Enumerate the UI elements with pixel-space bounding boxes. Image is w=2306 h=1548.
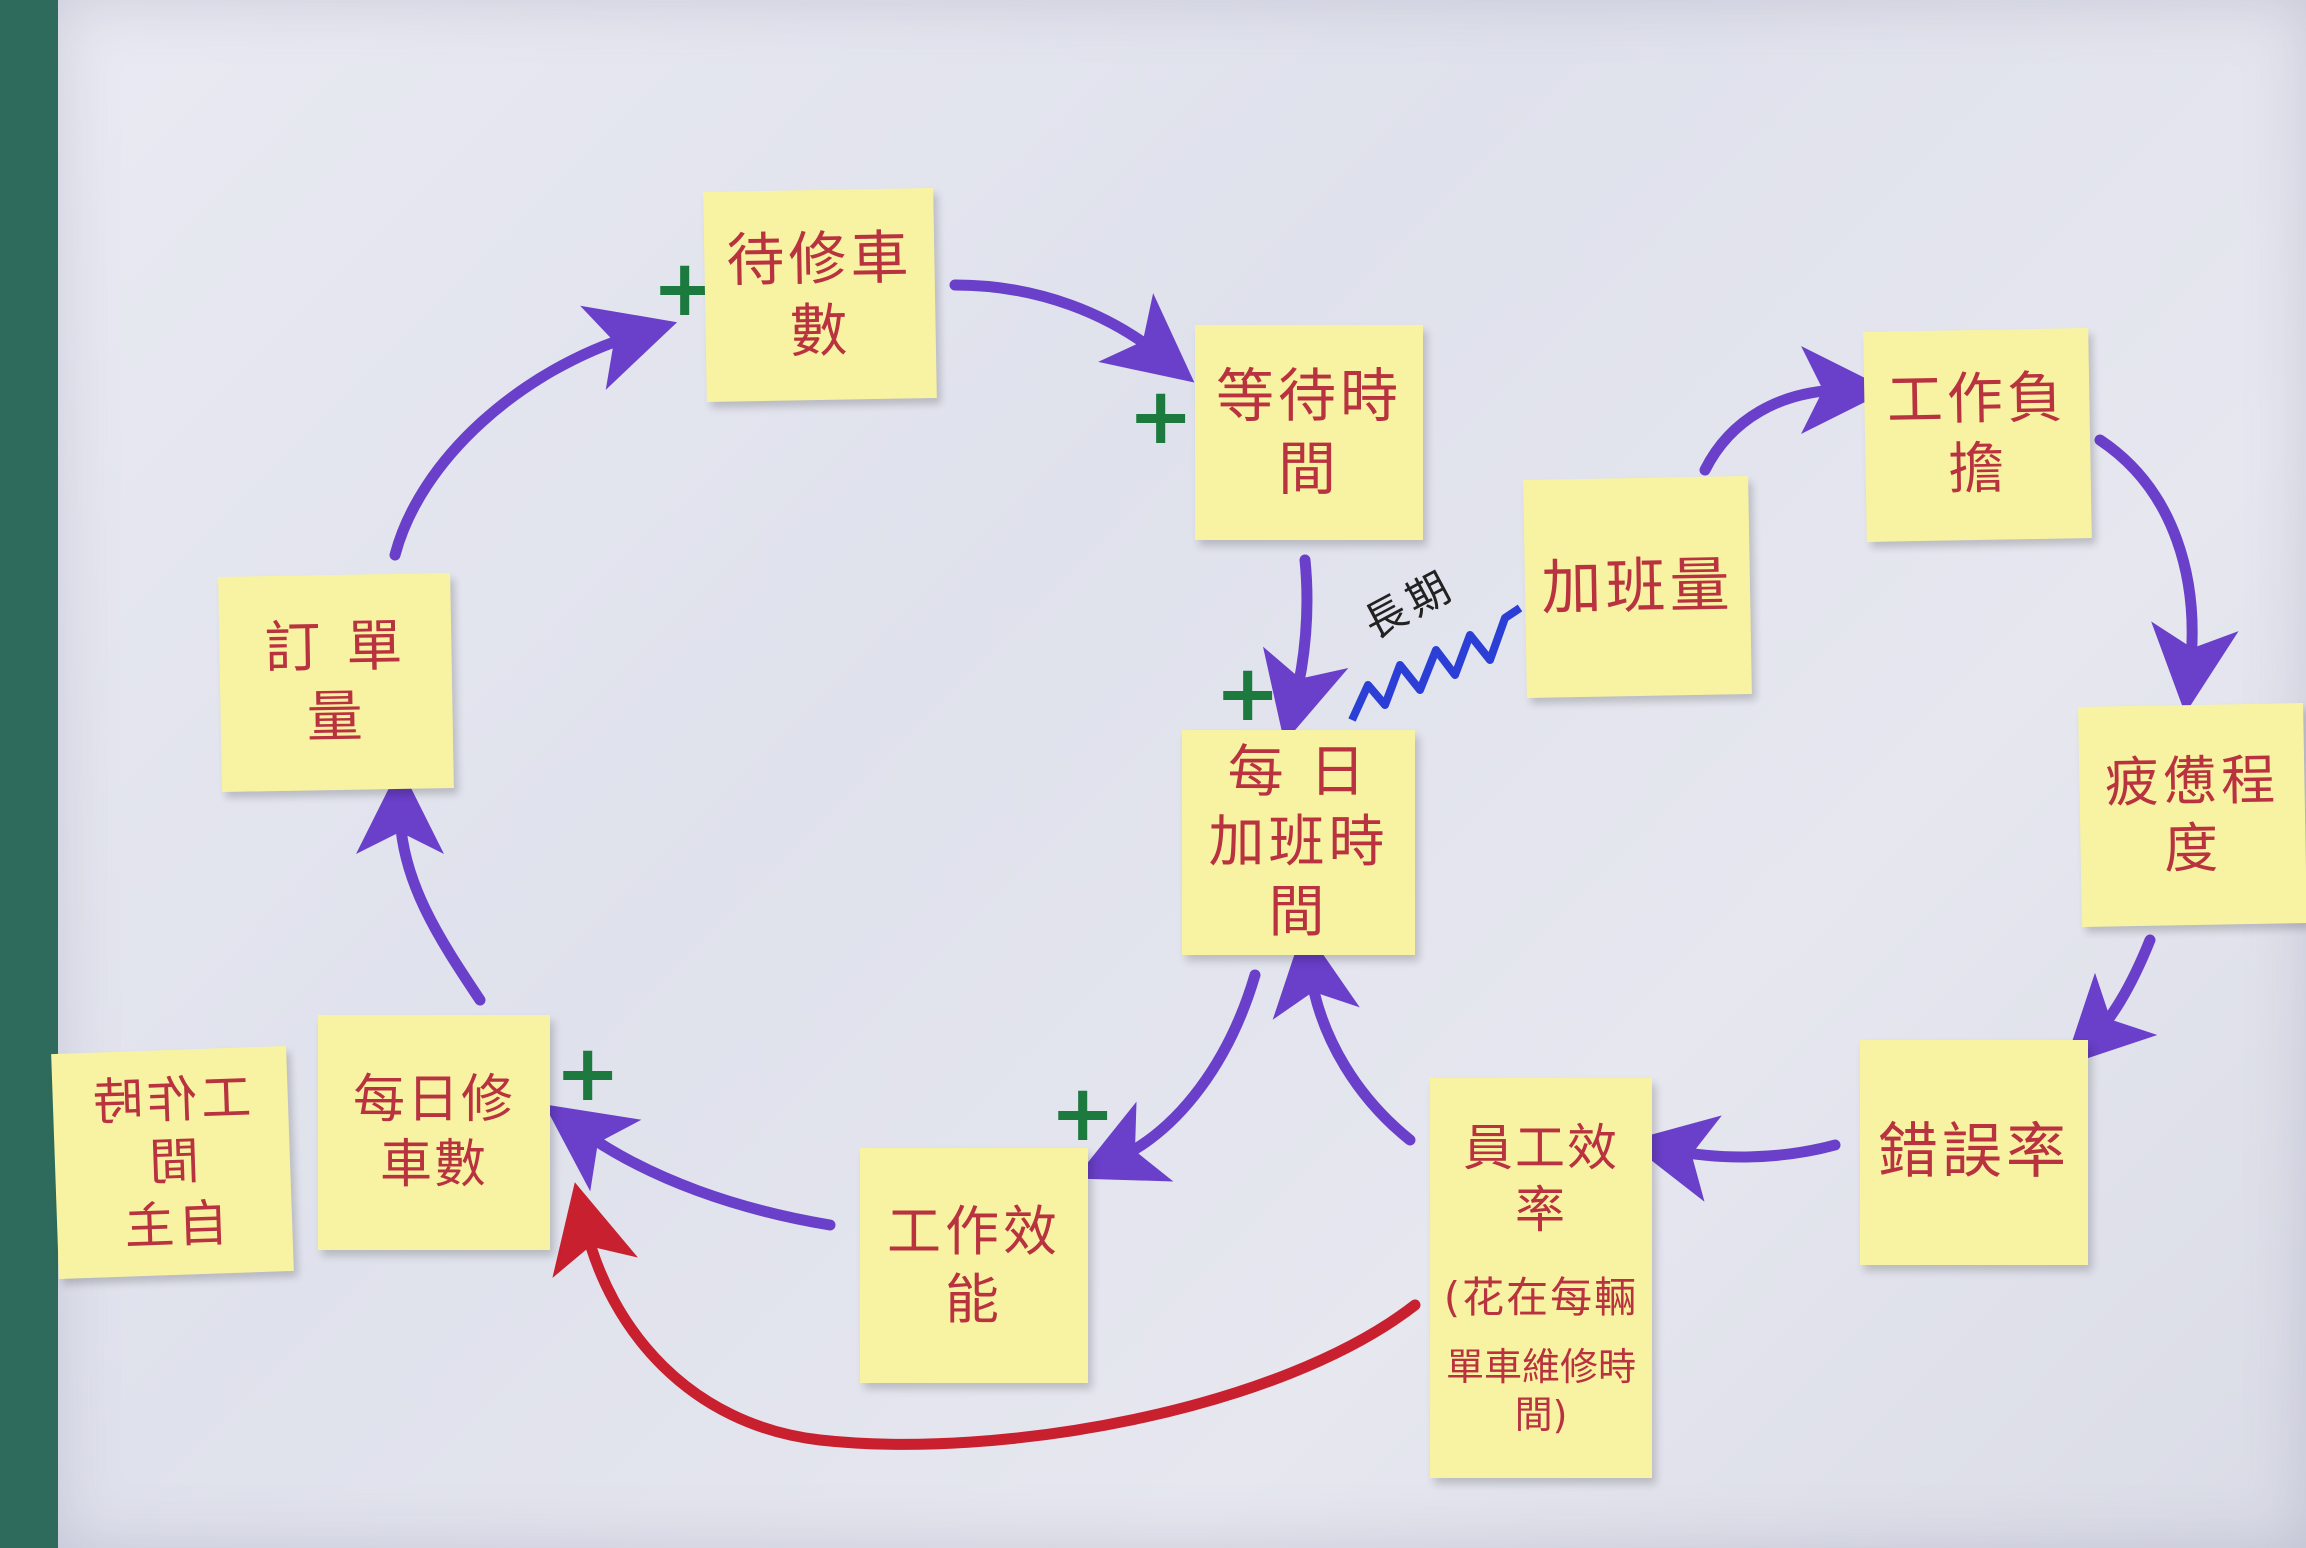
note-workload: 工作負擔 xyxy=(1863,328,2092,542)
arrow-pending-to-waiting xyxy=(949,279,1195,383)
note-daily-overtime-line1: 每 日 xyxy=(1227,739,1370,805)
arrow-overtime-to-workload xyxy=(1699,346,1889,476)
arrow-error-to-efficiency xyxy=(1626,1115,1841,1202)
arrow-workload-to-fatigue xyxy=(2094,434,2239,714)
note-daily-repairs: 每日修車數 xyxy=(318,1015,550,1250)
note-daily-overtime-line2: 加班時間 xyxy=(1208,809,1389,945)
plus-sign-waiting: + xyxy=(1128,372,1194,462)
arrow-fatigue-to-error xyxy=(2063,934,2158,1067)
note-error-rate: 錯誤率 xyxy=(1860,1040,2088,1265)
note-waiting-time: 等待時間 xyxy=(1195,325,1423,540)
note-fatigue-text: 疲憊程度 xyxy=(2104,747,2280,881)
note-orders: 訂 單 量 xyxy=(218,572,454,793)
note-pending-bikes-text: 待修車數 xyxy=(725,222,913,366)
note-orders-text: 訂 單 量 xyxy=(263,613,407,751)
note-daily-repairs-text: 每日修車數 xyxy=(352,1069,515,1195)
note-efficiency-line2: (花在每輛 xyxy=(1443,1272,1639,1322)
arrow-daily-ot-to-effectiveness xyxy=(1075,969,1261,1182)
note-mirrored: 工作時間 自主 xyxy=(51,1045,294,1280)
arrow-efficiency-to-daily-ot xyxy=(1272,926,1416,1146)
note-overtime: 加班量 xyxy=(1523,476,1752,698)
note-work-effectiveness-text: 工作效能 xyxy=(887,1200,1061,1331)
note-waiting-time-text: 等待時間 xyxy=(1215,362,1402,503)
note-efficiency-line1: 員工效率 xyxy=(1463,1118,1619,1240)
note-employee-efficiency: 員工效率 (花在每輛 單車維修時間) xyxy=(1430,1078,1652,1478)
note-workload-text: 工作負擔 xyxy=(1886,365,2068,503)
arrow-waiting-to-daily-ot xyxy=(1262,554,1349,743)
note-pending-bikes: 待修車數 xyxy=(703,188,937,402)
note-mirrored-line2: 自主 xyxy=(119,1193,230,1256)
note-efficiency-line3: 單車維修時間) xyxy=(1445,1345,1636,1437)
long-term-zigzag xyxy=(1348,604,1523,722)
note-error-rate-text: 錯誤率 xyxy=(1878,1117,2070,1187)
arrow-orders-to-pending xyxy=(389,305,678,561)
plus-sign-daily-ot: + xyxy=(1215,649,1281,739)
note-daily-overtime: 每 日 加班時間 xyxy=(1182,730,1415,955)
plus-sign-effectiveness: + xyxy=(1050,1069,1116,1159)
arrow-effectiveness-to-repairs xyxy=(544,1104,836,1231)
arrow-repairs-to-orders xyxy=(356,766,486,1006)
note-mirrored-line1: 工作時間 xyxy=(88,1067,253,1193)
arrow-efficiency-to-repairs-red xyxy=(552,1182,1421,1450)
note-fatigue: 疲憊程度 xyxy=(2078,703,2306,927)
plus-sign-repairs: + xyxy=(555,1029,621,1119)
note-work-effectiveness: 工作效能 xyxy=(860,1148,1088,1383)
note-overtime-text: 加班量 xyxy=(1540,549,1735,624)
